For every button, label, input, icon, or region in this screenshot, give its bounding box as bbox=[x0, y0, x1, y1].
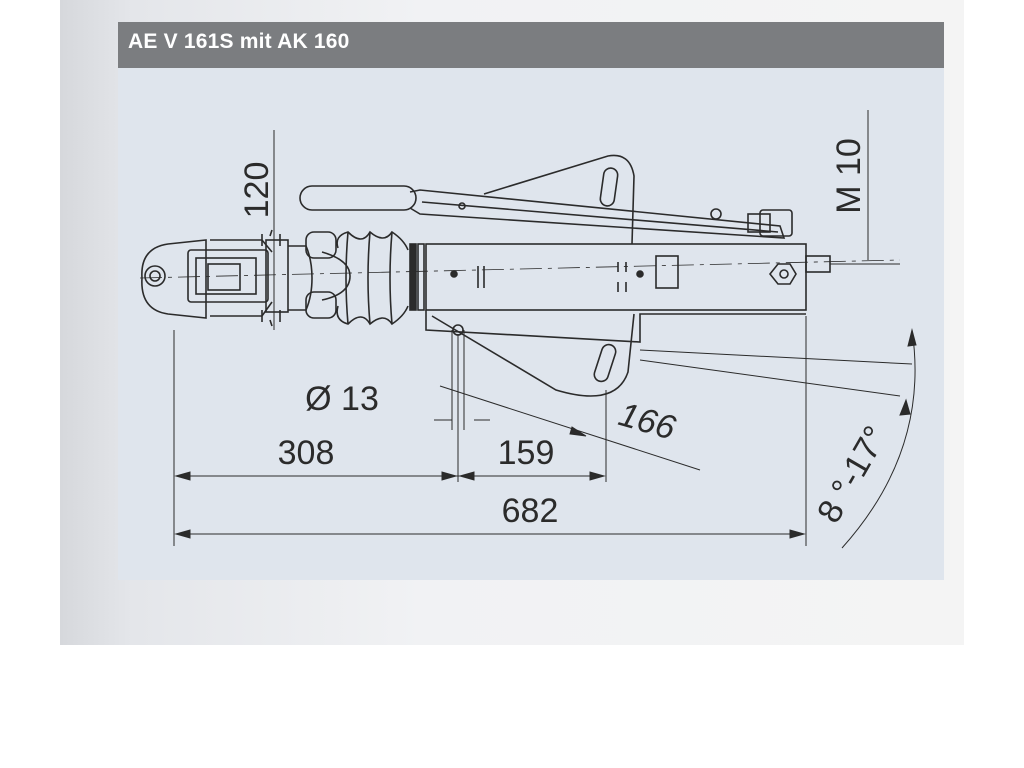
dim-682: 682 bbox=[502, 492, 559, 530]
mounting-bracket bbox=[431, 154, 635, 397]
dim-thread-m10: M 10 bbox=[830, 138, 868, 214]
coupling-head bbox=[141, 229, 351, 327]
dim-angle: 8 °-17° bbox=[810, 420, 895, 530]
drawbar-housing bbox=[425, 243, 900, 343]
dim-308: 308 bbox=[278, 434, 335, 472]
dim-159: 159 bbox=[498, 434, 555, 472]
drawing-title: AE V 161S mit AK 160 bbox=[128, 30, 350, 53]
rubber-bellows bbox=[336, 230, 425, 326]
dim-height-120: 120 bbox=[238, 162, 276, 219]
dim-166: 166 bbox=[615, 395, 680, 447]
dim-bolt-diameter: Ø 13 bbox=[305, 380, 379, 418]
title-bar bbox=[118, 22, 944, 68]
handbrake-lever bbox=[299, 185, 793, 239]
